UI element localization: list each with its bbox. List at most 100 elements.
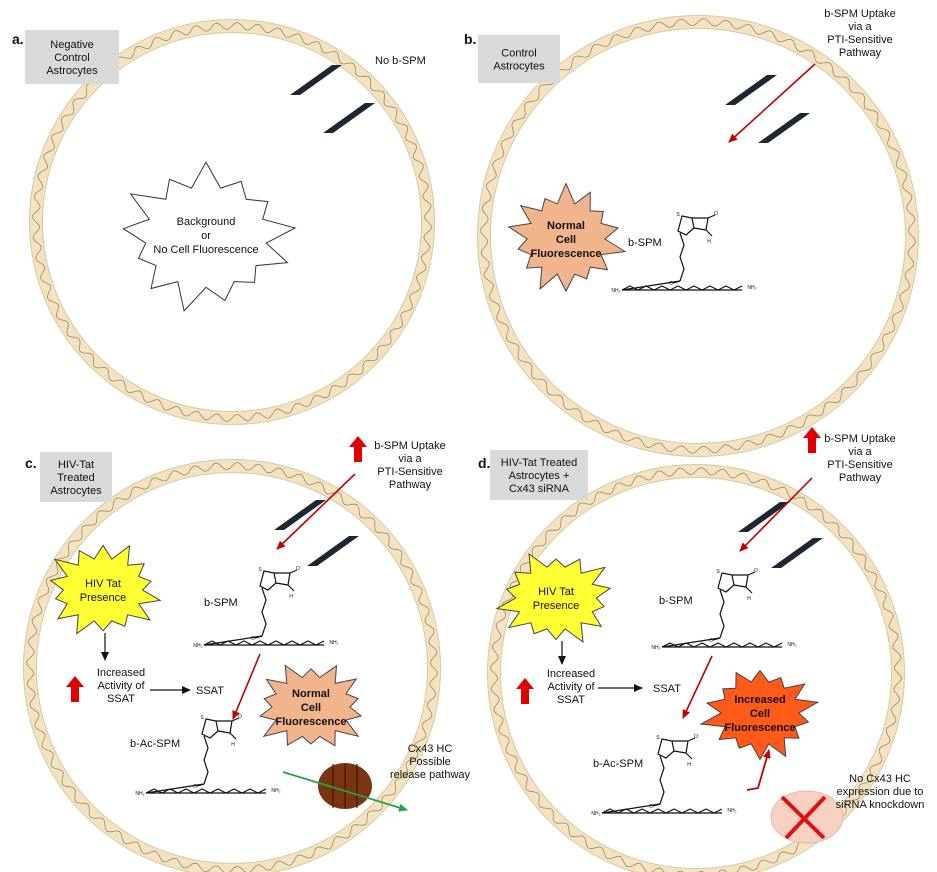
condition-label: Negative (50, 39, 93, 51)
amine-label: NH₂ (193, 643, 202, 649)
x-mark-icon (780, 795, 827, 840)
compound-label: b-SPM (659, 595, 693, 607)
increased-fluorescence-burst-label: Fluorescence (725, 722, 796, 734)
uptake-label: b-SPM Uptake (824, 8, 896, 20)
panel-letter: a. (12, 31, 24, 47)
normal-fluorescence-burst-label: Fluorescence (531, 248, 602, 260)
product-label: b-Ac-SPM (593, 758, 643, 770)
amine-label: NH₂ (135, 791, 144, 797)
pti-channel-lower (771, 538, 823, 568)
condition-label: HIV-Tat (58, 459, 94, 471)
membrane-wave (26, 462, 438, 872)
amine-label: NH₂ (727, 808, 736, 814)
atom-o: O (669, 281, 673, 287)
uptake-label: via a (848, 21, 872, 33)
uptake-arrow (739, 477, 813, 552)
acetylation-arrow (682, 655, 713, 719)
atom-o: O (694, 734, 698, 740)
atom-s: S (716, 569, 720, 575)
atom-nh: H (747, 596, 751, 602)
pti-channel-upper (738, 502, 790, 532)
atom-o: O (296, 566, 300, 572)
b-ac-spm-structure-skeleton (145, 717, 267, 794)
cell-membrane-fill (24, 460, 440, 872)
ssat-label: SSAT (653, 683, 681, 695)
cx43-label: siRNA knockdown (836, 799, 925, 811)
b-ac-spm-structure-skeleton (601, 737, 723, 814)
pti-channel-upper (274, 500, 326, 530)
ssat-activity-label: SSAT (107, 693, 135, 705)
background-burst-label: or (201, 230, 211, 242)
pti-channel-lower (307, 536, 359, 566)
hiv-tat-burst-label: HIV Tat (85, 578, 121, 590)
uptake-label: b-SPM Uptake (824, 433, 896, 445)
normal-fluorescence-burst-label: Cell (556, 234, 576, 246)
atom-s: S (258, 567, 262, 573)
acetylation-arrow (232, 653, 261, 720)
no-bspm-note: No b-SPM (375, 55, 426, 67)
ssat-activity-label: Activity of (97, 680, 145, 692)
amine-label: NH₂ (787, 642, 796, 648)
condition-label-box (478, 35, 560, 83)
increase-arrow (516, 678, 534, 704)
cx43-label: release pathway (390, 769, 471, 781)
atom-nh: H (289, 594, 293, 600)
condition-label: Control (54, 52, 89, 64)
atom-nh: H (707, 239, 711, 245)
increase-arrow (803, 427, 821, 453)
atom-o: O (754, 568, 758, 574)
uptake-label: via a (848, 446, 872, 458)
bspm-structure-skeleton (661, 571, 783, 648)
atom-o: O (238, 714, 242, 720)
ssat-activity-label: Increased (547, 668, 595, 680)
pti-channel-upper (290, 65, 342, 95)
atom-o: O (709, 638, 713, 644)
panel-letter: b. (464, 31, 476, 47)
membrane-wave (480, 18, 916, 454)
amine-label: NH₂ (591, 811, 600, 817)
product-label: b-Ac-SPM (130, 738, 180, 750)
condition-label: HIV-Tat Treated (501, 457, 577, 469)
atom-s: S (676, 212, 680, 218)
condition-label: Astrocytes (50, 485, 102, 497)
compound-label: b-SPM (628, 237, 662, 249)
amine-label: NH₂ (611, 288, 620, 294)
condition-label: Astrocytes (493, 61, 545, 73)
membrane-wave (490, 467, 902, 872)
increased-fluorescence-burst-label: Cell (750, 708, 770, 720)
increased-fluorescence-burst-label: Increased (734, 694, 785, 706)
background-burst-label: Background (177, 216, 236, 228)
hiv-tat-burst-label: Presence (533, 600, 579, 612)
hiv-tat-burst-label: Presence (80, 592, 126, 604)
condition-label: Astrocytes (46, 65, 98, 77)
membrane-wave (32, 22, 432, 422)
uptake-label: Pathway (839, 47, 882, 59)
normal-fluorescence-burst (258, 664, 363, 747)
hiv-tat-burst (49, 544, 162, 635)
ssat-label: SSAT (196, 685, 224, 697)
increase-arrow (66, 676, 84, 702)
bspm-structure-skeleton (621, 214, 743, 291)
condition-label-box (490, 450, 588, 500)
ssat-activity-label: Increased (97, 667, 145, 679)
blocked-release-arrow (746, 749, 771, 791)
cx43-knockdown (770, 790, 844, 844)
atom-nh: H (231, 742, 235, 748)
condition-label-box (25, 30, 119, 84)
panel-letter: c. (25, 455, 37, 471)
normal-fluorescence-burst-label: Cell (301, 702, 321, 714)
normal-fluorescence-burst-label: Fluorescence (276, 716, 347, 728)
ssat-activity-label: Activity of (547, 681, 595, 693)
atom-o: O (251, 636, 255, 642)
cx43-label: expression due to (837, 786, 924, 798)
background-burst-label: No Cell Fluorescence (153, 244, 258, 256)
uptake-label: b-SPM Uptake (374, 440, 446, 452)
